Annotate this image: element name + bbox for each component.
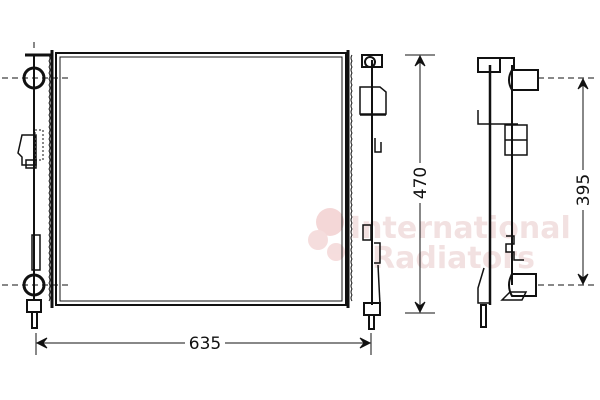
radiator-side-view (477, 57, 596, 328)
dimension-height (405, 54, 435, 314)
dimension-height-label: 470 (411, 167, 431, 199)
radiator-front-view (2, 42, 387, 330)
watermark: International Radiators (308, 208, 571, 276)
watermark-line1: International (350, 211, 571, 246)
dimension-width-label: 635 (189, 334, 221, 354)
watermark-logo-icon (308, 208, 345, 261)
dimension-side-height-label: 395 (574, 174, 594, 206)
dimension-width (35, 333, 372, 355)
watermark-line2: Radiators (372, 241, 535, 276)
dimension-side-height (577, 77, 589, 286)
